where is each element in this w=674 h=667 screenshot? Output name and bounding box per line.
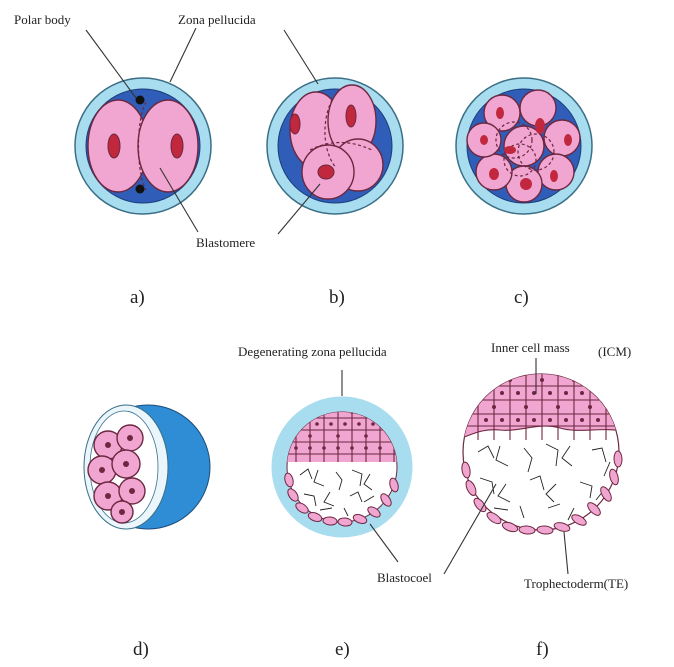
panel-label-b: b): [329, 287, 345, 308]
label-zona-pellucida: Zona pellucida: [178, 12, 256, 27]
panel-label-d: d): [133, 639, 149, 660]
label-polar-body: Polar body: [14, 12, 71, 27]
panel-label-f: f): [536, 639, 549, 660]
label-blastocoel: Blastocoel: [377, 570, 432, 585]
panel-label-e: e): [335, 639, 350, 660]
embryo-2-cell: [75, 78, 211, 214]
polar-body-top: [136, 96, 145, 105]
polar-body-bottom: [136, 185, 145, 194]
nucleus-a2: [171, 134, 183, 158]
nucleus-a1: [108, 134, 120, 158]
embryo-4-cell: [267, 78, 403, 214]
label-icm: (ICM): [598, 344, 631, 359]
embryo-morula: [84, 405, 210, 529]
blastomere-right: [138, 100, 198, 192]
label-blastomere: Blastomere: [196, 235, 255, 250]
label-trophectoderm: Trophectoderm(TE): [524, 576, 628, 591]
label-degenerating-zona: Degenerating zona pellucida: [238, 344, 387, 359]
panel-label-c: c): [514, 287, 529, 308]
label-inner-cell-mass: Inner cell mass: [491, 340, 570, 355]
embryo-early-blastocyst: [272, 397, 412, 537]
embryo-8-cell: [456, 78, 592, 214]
panel-label-a: a): [130, 287, 145, 308]
